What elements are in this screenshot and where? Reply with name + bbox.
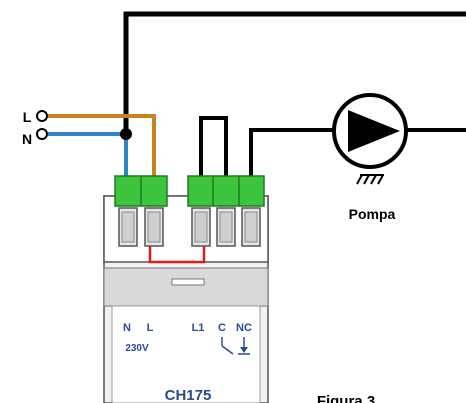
neutral-label: N xyxy=(22,131,32,147)
figure-caption: Figura 3 xyxy=(317,393,375,403)
l1-c-jumper xyxy=(199,116,228,206)
line-label: L xyxy=(23,109,32,125)
pump-label: Pompa xyxy=(349,206,396,222)
line-terminal-circle xyxy=(36,110,48,122)
device-gray-band xyxy=(103,267,269,307)
screw-terminals xyxy=(118,207,261,247)
device-model: CH175 xyxy=(165,387,212,403)
pump-ground-icon xyxy=(356,174,384,185)
panel-label-n: N xyxy=(123,322,131,334)
live-feed-wire xyxy=(123,11,466,136)
panel-label-voltage: 230V xyxy=(125,343,149,354)
ch175-device: N L 230V L1 C NC CH175 xyxy=(103,175,269,403)
supply-terminal-connector xyxy=(114,175,168,207)
neutral-terminal-circle xyxy=(36,128,48,140)
device-front-panel xyxy=(111,305,261,403)
relay-terminal-connector xyxy=(187,175,265,207)
panel-label-l1: L1 xyxy=(192,322,205,334)
panel-label-c: C xyxy=(218,322,226,334)
pump-arrow xyxy=(348,110,400,152)
relay-contact-icon xyxy=(221,337,250,355)
panel-label-nc: NC xyxy=(236,322,252,334)
device-slot xyxy=(171,278,205,286)
internal-red-jumper xyxy=(148,246,206,264)
panel-label-l: L xyxy=(147,322,154,334)
pump-symbol: Pompa xyxy=(332,93,408,222)
junction-dot xyxy=(120,128,132,140)
